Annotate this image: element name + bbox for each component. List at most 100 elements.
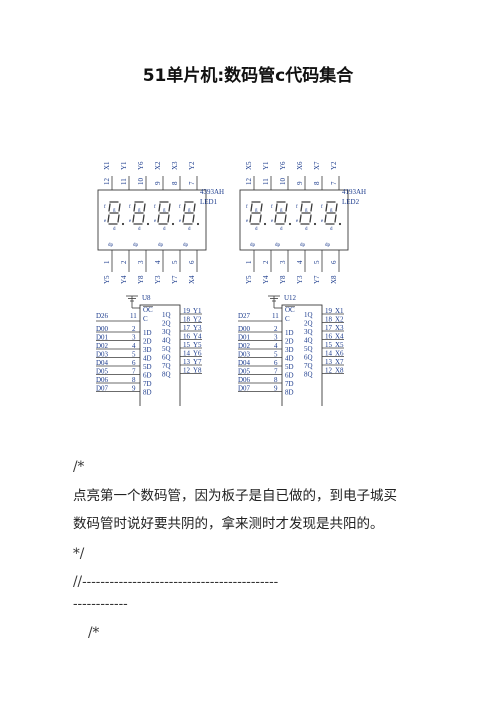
led2-digit-0-seg-f bbox=[250, 203, 253, 212]
u12-c-pin: 11 bbox=[272, 312, 279, 320]
led2-bottom-pin-5: 6 bbox=[330, 260, 338, 264]
led1-package bbox=[97, 189, 207, 251]
led2-digit-3-seg-b bbox=[335, 203, 338, 212]
led2-digit-3-letter-e: e bbox=[321, 219, 324, 224]
led2-digit-1-letter-e: e bbox=[271, 219, 274, 224]
led2-designator: LED2 bbox=[342, 198, 360, 206]
u8-output-3: 4Q bbox=[162, 337, 171, 345]
u8-in-net-7: D07 bbox=[96, 385, 109, 393]
led2-dp-label-1: dp bbox=[275, 243, 281, 248]
u8-package bbox=[139, 304, 181, 406]
led2-digit-0-letter-e: e bbox=[246, 219, 249, 224]
led2-digit-1-letter-d: d bbox=[280, 227, 283, 232]
led2-digit-0-seg-c bbox=[259, 214, 262, 223]
u12-in-net-6: D06 bbox=[238, 376, 251, 384]
led2-digit-2-letter-g: g bbox=[305, 208, 308, 213]
led1-digit-2-seg-e bbox=[157, 214, 160, 223]
document-title: 51单片机:数码管c代码集合 bbox=[142, 66, 354, 86]
led2-digit-2-seg-f bbox=[300, 203, 303, 212]
led2-digit-2-seg-b bbox=[310, 203, 313, 212]
u12-input-6: 7D bbox=[285, 380, 294, 388]
led1-top-pin-1: 11 bbox=[120, 178, 128, 185]
u8-in-pin-6: 8 bbox=[132, 376, 136, 384]
u12-out-pin-2: 17 bbox=[325, 324, 333, 332]
led1-digit-1-letter-e: e bbox=[129, 219, 132, 224]
u12-output-7: 8Q bbox=[304, 371, 313, 379]
u12-out-net-5: X6 bbox=[335, 350, 344, 358]
u12-output-3: 4Q bbox=[304, 337, 313, 345]
separator-line-1: //--------------------------------------… bbox=[73, 574, 279, 590]
led1-digit-1-letter-g: g bbox=[138, 208, 141, 213]
u12-input-5: 6D bbox=[285, 372, 294, 380]
led1-bottom-pin-5: 6 bbox=[188, 260, 196, 264]
u8-input-3: 4D bbox=[143, 355, 152, 363]
u12-in-net-3: D03 bbox=[238, 351, 251, 359]
u12-in-net-0: D00 bbox=[238, 325, 251, 333]
led1-bottom-label-0: Y5 bbox=[103, 275, 111, 284]
led1-dp-label-1: dp bbox=[133, 243, 139, 248]
u8-in-pin-1: 3 bbox=[132, 334, 136, 342]
led1-digit-2-seg-dp bbox=[171, 222, 175, 226]
led1-digit-2-letter-e: e bbox=[154, 219, 157, 224]
u8-out-net-5: Y6 bbox=[193, 350, 202, 358]
u12-input-3: 4D bbox=[285, 355, 294, 363]
led1-digit-3-seg-c bbox=[192, 214, 195, 223]
u8-input-5: 6D bbox=[143, 372, 152, 380]
led1-digit-3-letter-f: f bbox=[179, 205, 181, 210]
led1-top-label-3: X2 bbox=[154, 161, 162, 170]
u12-in-net-2: D02 bbox=[238, 342, 251, 350]
u12-in-net-7: D07 bbox=[238, 385, 251, 393]
led1-top-label-0: X1 bbox=[103, 161, 111, 170]
u8-in-pin-2: 4 bbox=[132, 342, 136, 350]
u8-c-pin: 11 bbox=[130, 312, 137, 320]
led1-digit-0-letter-d: d bbox=[113, 227, 116, 232]
led1-digit-0-letter-g: g bbox=[113, 208, 116, 213]
u12-in-pin-1: 3 bbox=[274, 334, 278, 342]
u12-out-net-0: X1 bbox=[335, 307, 344, 315]
u8-output-7: 8Q bbox=[162, 371, 171, 379]
u12-out-pin-0: 19 bbox=[325, 307, 333, 315]
led1-digit-2-seg-b bbox=[168, 203, 171, 212]
led2-digit-2-letter-f: f bbox=[296, 205, 298, 210]
led1-digit-3-seg-e bbox=[182, 214, 185, 223]
led1-top-label-4: X3 bbox=[171, 161, 179, 170]
led2-dp-label-2: dp bbox=[300, 243, 306, 248]
led1-top-pin-5: 7 bbox=[188, 181, 196, 185]
led1-digit-1-seg-dp bbox=[146, 222, 150, 226]
u8-input-4: 5D bbox=[143, 363, 152, 371]
u12-output-2: 3Q bbox=[304, 328, 313, 336]
led2-top-pin-2: 10 bbox=[279, 178, 287, 186]
u8-output-4: 5Q bbox=[162, 345, 171, 353]
led2-digit-0-letter-d: d bbox=[255, 227, 258, 232]
led2-top-pin-5: 7 bbox=[330, 181, 338, 185]
u8-oc-label: OC bbox=[143, 306, 153, 314]
led1-digit-1-seg-c bbox=[142, 214, 145, 223]
led1-digit-2-letter-f: f bbox=[154, 205, 156, 210]
separator-line-2: ------------ bbox=[73, 596, 128, 612]
led1-digit-1-letter-f: f bbox=[129, 205, 131, 210]
led1-digit-2-letter-d: d bbox=[163, 227, 166, 232]
led2-bottom-label-1: Y4 bbox=[262, 275, 270, 284]
u8-in-net-6: D06 bbox=[96, 376, 109, 384]
u8-out-pin-7: 12 bbox=[183, 367, 191, 375]
u12-in-pin-3: 5 bbox=[274, 351, 278, 359]
u8-in-pin-4: 6 bbox=[132, 359, 136, 367]
paragraph-line-1: 点亮第一个数码管，因为板子是自已做的，到电子城买 bbox=[73, 488, 397, 504]
led1-bottom-pin-3: 4 bbox=[154, 260, 162, 264]
u12-out-pin-7: 12 bbox=[325, 367, 333, 375]
led2-digit-0-letter-g: g bbox=[255, 208, 258, 213]
led1-digit-1-seg-b bbox=[143, 203, 146, 212]
led2-digit-0-seg-b bbox=[260, 203, 263, 212]
u8-out-net-4: Y5 bbox=[193, 341, 202, 349]
u8-out-net-6: Y7 bbox=[193, 358, 202, 366]
led1-digit-3-letter-e: e bbox=[179, 219, 182, 224]
led2-part-number: 4193AH bbox=[342, 188, 366, 196]
u12-out-net-4: X5 bbox=[335, 341, 344, 349]
led1-digit-3-letter-g: g bbox=[188, 208, 191, 213]
u12-input-0: 1D bbox=[285, 329, 294, 337]
u12-out-net-6: X7 bbox=[335, 358, 344, 366]
u12-out-pin-5: 14 bbox=[325, 350, 333, 358]
led1-digit-0-letter-e: e bbox=[104, 219, 107, 224]
led2-bottom-pin-2: 3 bbox=[279, 260, 287, 264]
u8-c-label: C bbox=[143, 315, 148, 323]
